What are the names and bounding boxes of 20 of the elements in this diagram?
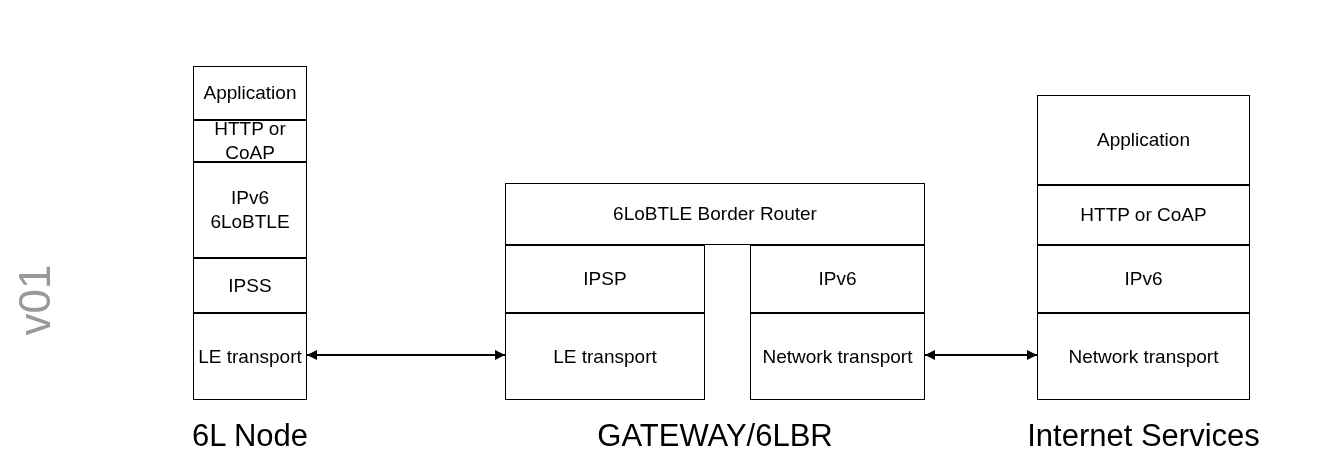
- protocol-layer: 6LoBTLE Border Router: [505, 183, 925, 245]
- protocol-layer: IPv6 6LoBTLE: [193, 162, 307, 258]
- protocol-layer: IPv6: [1037, 245, 1250, 313]
- double-arrow: [924, 350, 1038, 360]
- protocol-layer: Application: [193, 66, 307, 120]
- version-label: v01: [10, 264, 61, 336]
- stack-title: 6L Node: [191, 418, 309, 454]
- protocol-layer: LE transport: [505, 313, 705, 400]
- protocol-layer: Network transport: [750, 313, 925, 400]
- protocol-layer: HTTP or CoAP: [1037, 185, 1250, 245]
- protocol-layer: IPSP: [505, 245, 705, 313]
- stack-title: GATEWAY/6LBR: [597, 418, 833, 454]
- stack-title: Internet Services: [1027, 418, 1260, 454]
- protocol-layer: Application: [1037, 95, 1250, 185]
- protocol-layer: Network transport: [1037, 313, 1250, 400]
- protocol-layer: IPv6: [750, 245, 925, 313]
- double-arrow: [306, 350, 506, 360]
- protocol-layer: LE transport: [193, 313, 307, 400]
- protocol-layer: IPSS: [193, 258, 307, 313]
- protocol-layer: HTTP or CoAP: [193, 120, 307, 162]
